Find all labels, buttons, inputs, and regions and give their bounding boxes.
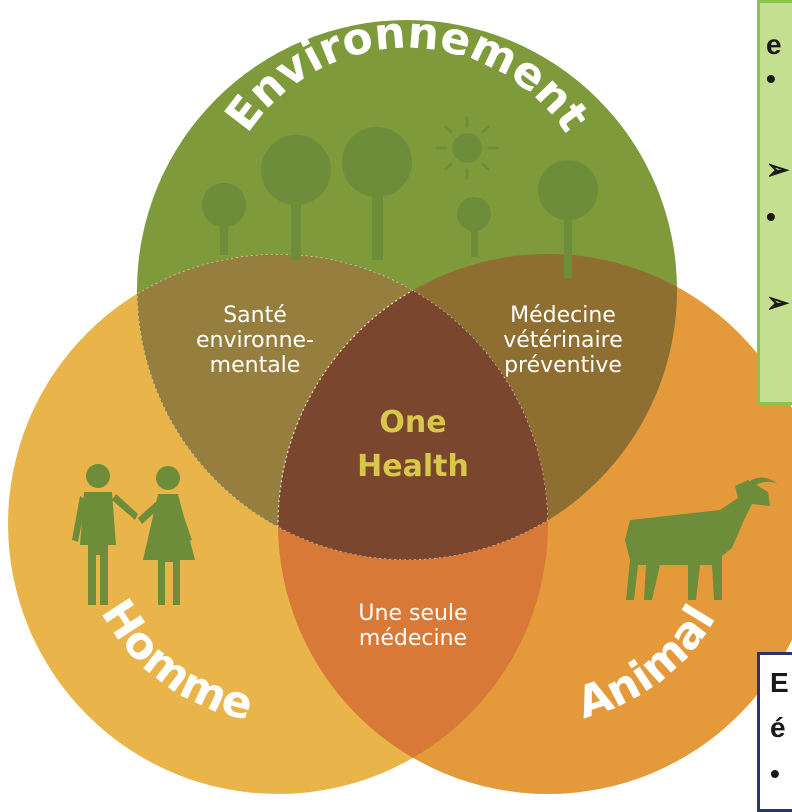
- goat-icon: [625, 477, 778, 600]
- green-box-line4: •: [766, 201, 776, 232]
- blue-box-line1: E: [770, 667, 789, 698]
- side-info-box-green: e • ➢ • ➢: [757, 0, 792, 405]
- tree-icon: [202, 183, 246, 255]
- sun-icon: [435, 116, 499, 180]
- green-box-line3: ➢: [766, 154, 790, 185]
- green-box-line1: e: [766, 29, 782, 60]
- one-health-label-line2: Health: [357, 449, 469, 484]
- tree-icon: [342, 127, 412, 260]
- side-info-box-blue: E é •: [757, 652, 792, 812]
- env-animal-label-line3: préventive: [504, 353, 622, 378]
- env-homme-label-line3: mentale: [210, 353, 301, 378]
- tree-icon: [261, 135, 331, 260]
- one-health-label-line1: One: [379, 405, 446, 440]
- couple-icon: [72, 464, 195, 605]
- green-box-line2: •: [766, 63, 776, 94]
- tree-icon: [538, 160, 598, 278]
- blue-box-line3: •: [770, 758, 780, 789]
- homme-animal-label-line2: médecine: [359, 626, 467, 651]
- tree-icon: [457, 197, 491, 257]
- env-homme-label-line2: environne-: [196, 328, 314, 353]
- homme-animal-label-line1: Une seule: [358, 601, 467, 626]
- blue-box-line2: é: [770, 712, 786, 743]
- env-animal-label-line2: vétérinaire: [503, 328, 623, 353]
- one-health-center: [278, 254, 548, 560]
- green-box-line5: ➢: [766, 287, 790, 318]
- env-homme-label-line1: Santé: [223, 303, 287, 328]
- env-animal-label-line1: Médecine: [510, 303, 616, 328]
